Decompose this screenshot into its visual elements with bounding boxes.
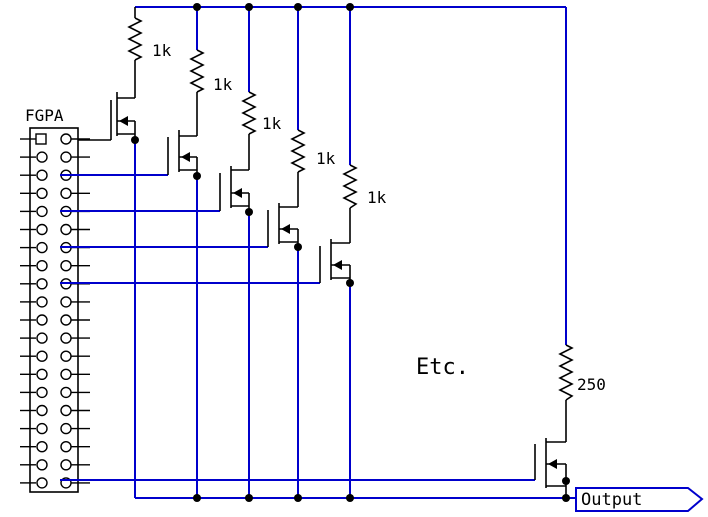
pin [60, 350, 72, 362]
resistor-1 [127, 17, 143, 61]
stage-4: 1k [267, 129, 336, 251]
output-port: Output [575, 487, 704, 512]
resistor-2-label: 1k [213, 75, 233, 94]
rail-junction [193, 3, 201, 11]
arrow [119, 116, 128, 126]
pin [36, 422, 48, 435]
output-port-label: Output [581, 490, 642, 510]
pin [60, 404, 72, 417]
pin [36, 350, 48, 362]
pin [36, 278, 48, 290]
pin [60, 441, 72, 453]
etc-label: Etc. [416, 355, 469, 380]
resistor-5-label: 1k [367, 188, 387, 207]
pin [36, 477, 48, 489]
arrow [181, 152, 190, 162]
resistor-output-label: 250 [577, 375, 606, 394]
pin [60, 187, 72, 200]
stage-2: 1k [167, 49, 233, 180]
pin [60, 314, 72, 326]
rail-junction [294, 494, 302, 502]
pin [36, 223, 48, 236]
arrow [548, 459, 557, 469]
pin [36, 169, 48, 181]
resistor-4-label: 1k [316, 149, 336, 168]
arrow [233, 188, 242, 198]
pin [60, 422, 72, 435]
rail-junction [346, 3, 354, 11]
fpga-connector: FGPA [20, 106, 90, 493]
pin [60, 223, 72, 236]
pin [60, 386, 72, 399]
stage-5: 1k [319, 164, 387, 287]
pin [60, 296, 72, 308]
pin [60, 151, 72, 163]
pin [36, 241, 48, 254]
resistor-4 [290, 129, 306, 173]
junction [245, 208, 253, 216]
pin [36, 332, 48, 344]
pin [36, 296, 48, 308]
connector-body [29, 127, 79, 493]
junction [562, 477, 570, 485]
arrow [281, 224, 290, 234]
pin [36, 459, 48, 471]
rail-junction [346, 494, 354, 502]
pin [36, 151, 48, 163]
pin [60, 459, 72, 471]
resistor-output [558, 344, 574, 401]
junction [294, 243, 302, 251]
pin [36, 205, 48, 218]
junction [193, 172, 201, 180]
pin-square [35, 133, 47, 145]
pin [36, 368, 48, 380]
connector-label: FGPA [25, 106, 64, 125]
resistor-1-label: 1k [152, 41, 172, 60]
resistor-3-label: 1k [262, 114, 282, 133]
junction [131, 136, 139, 144]
rail-junction [294, 3, 302, 11]
pin [60, 133, 72, 145]
pin [36, 260, 48, 272]
stage-1: 1k [78, 7, 172, 144]
resistor-5 [342, 164, 358, 209]
junction [346, 279, 354, 287]
pin [60, 368, 72, 380]
pin [60, 332, 72, 344]
pin [36, 441, 48, 453]
rail-junction [245, 3, 253, 11]
arrow [333, 260, 342, 270]
rail-junction [245, 494, 253, 502]
junction [562, 494, 570, 502]
rail-junction [193, 494, 201, 502]
connector-pins [20, 133, 90, 489]
output-stage: 250 [534, 344, 606, 502]
resistor-2 [189, 49, 205, 93]
pin [36, 404, 48, 417]
pin [36, 314, 48, 326]
pin [60, 260, 72, 272]
stage-3: 1k [219, 91, 282, 216]
output-port-shape [575, 487, 704, 512]
pin [36, 187, 48, 200]
resistor-3 [241, 91, 257, 135]
pin [36, 386, 48, 399]
